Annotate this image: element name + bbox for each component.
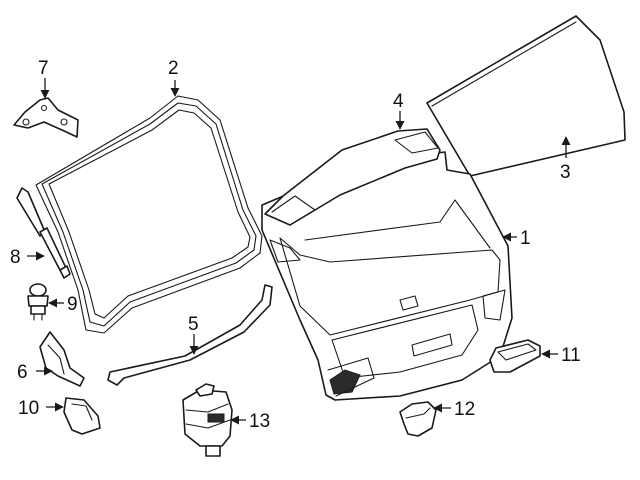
handle-part <box>399 401 437 437</box>
callout-4: 4 <box>393 91 404 112</box>
lamp-housing-part <box>489 339 541 373</box>
callout-2: 2 <box>168 58 179 79</box>
callout-7: 7 <box>38 58 49 79</box>
weatherstrip-part <box>35 95 263 334</box>
callout-10: 10 <box>18 398 39 419</box>
lift-support-part <box>16 187 71 279</box>
callout-13: 13 <box>249 411 270 432</box>
lock-actuator-part <box>182 383 233 457</box>
bracket-part <box>39 331 85 387</box>
callout-3: 3 <box>560 162 571 183</box>
callout-11: 11 <box>561 345 581 366</box>
rear-glass-part <box>426 15 626 177</box>
leader-lines <box>27 78 571 425</box>
callout-12: 12 <box>454 399 475 420</box>
callout-6: 6 <box>17 362 28 383</box>
bumper-stop-part <box>27 283 49 321</box>
lower-seal-part <box>107 284 273 386</box>
hinge-part <box>13 97 79 138</box>
callout-labels: 1 2 3 4 5 6 7 8 9 10 11 12 13 <box>10 58 581 432</box>
guide-part <box>63 397 101 435</box>
callout-9: 9 <box>67 294 78 315</box>
liftgate-part <box>261 151 513 401</box>
callout-5: 5 <box>188 314 199 335</box>
callout-8: 8 <box>10 247 21 268</box>
spoiler-part <box>264 128 441 226</box>
callout-1: 1 <box>520 228 531 249</box>
